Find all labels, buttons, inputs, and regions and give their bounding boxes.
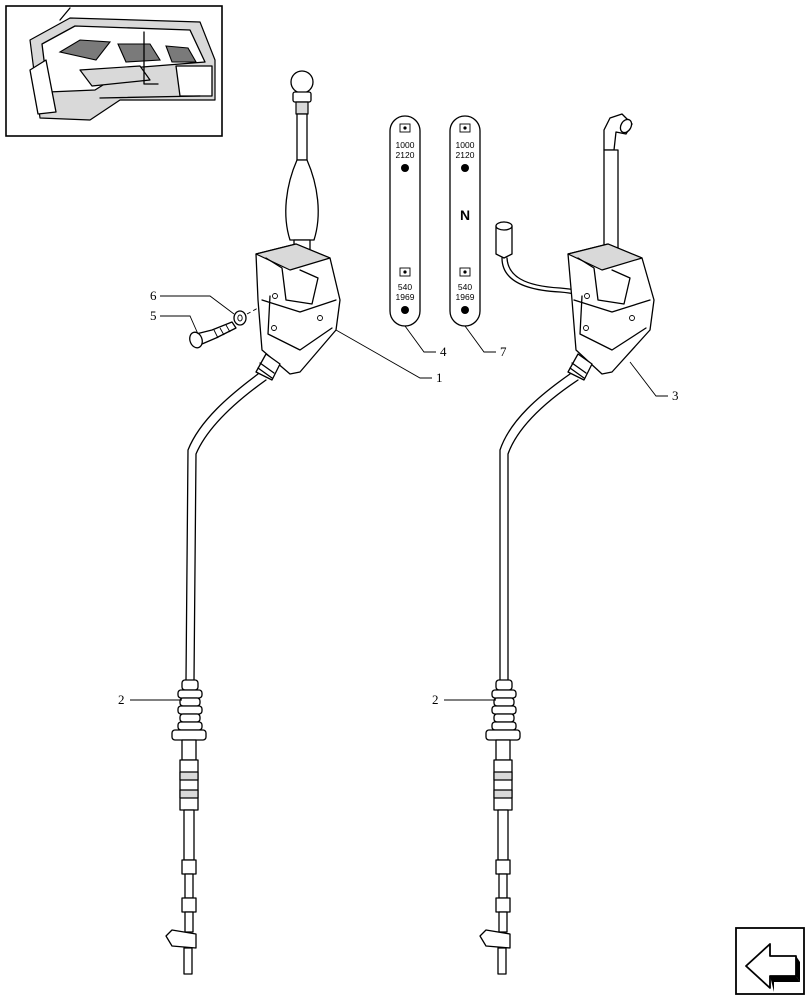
decal-right: 1000 2120 N 540 1969 xyxy=(449,115,481,327)
callout-7: 7 xyxy=(500,344,507,359)
decal-left-bottom-line2: 1969 xyxy=(396,292,415,302)
callout-6: 6 xyxy=(150,288,157,303)
decal-right-top-line1: 1000 xyxy=(456,140,475,150)
decal-left-top-line1: 1000 xyxy=(396,140,415,150)
return-arrow-button[interactable] xyxy=(735,927,805,995)
tortoise-icon-left-bottom xyxy=(401,306,409,314)
right-lever-assembly xyxy=(479,113,655,975)
pto-top-icon-right xyxy=(459,123,471,133)
decal-right-neutral: N xyxy=(460,207,470,223)
callout-2-right: 2 xyxy=(432,692,439,707)
leader-lines xyxy=(130,295,668,701)
locator-thumbnail xyxy=(5,5,223,137)
bolt-part-5 xyxy=(189,321,237,349)
callout-1: 1 xyxy=(436,370,443,385)
decal-right-top-line2: 2120 xyxy=(456,150,475,160)
return-arrow-icon xyxy=(745,943,800,992)
left-lever-assembly xyxy=(165,70,341,975)
tortoise-icon-left xyxy=(401,164,409,172)
decal-left-top-line2: 2120 xyxy=(396,150,415,160)
callout-3: 3 xyxy=(672,388,679,403)
tractor-cab-locator-icon xyxy=(29,7,216,121)
callout-2-left: 2 xyxy=(118,692,125,707)
pto-top-icon-left xyxy=(399,123,411,133)
decal-left-bottom-line1: 540 xyxy=(398,282,412,292)
decal-left: 1000 2120 540 1969 xyxy=(389,115,421,327)
callout-4: 4 xyxy=(440,344,447,359)
callout-5: 5 xyxy=(150,308,157,323)
washer-part-6 xyxy=(233,307,259,326)
decal-right-bottom-line1: 540 xyxy=(458,282,472,292)
tortoise-icon-right-bottom xyxy=(461,306,469,314)
pto-bottom-icon-right xyxy=(459,267,471,277)
pto-bottom-icon-left xyxy=(399,267,411,277)
decal-right-bottom-line2: 1969 xyxy=(456,292,475,302)
tortoise-icon-right xyxy=(461,164,469,172)
